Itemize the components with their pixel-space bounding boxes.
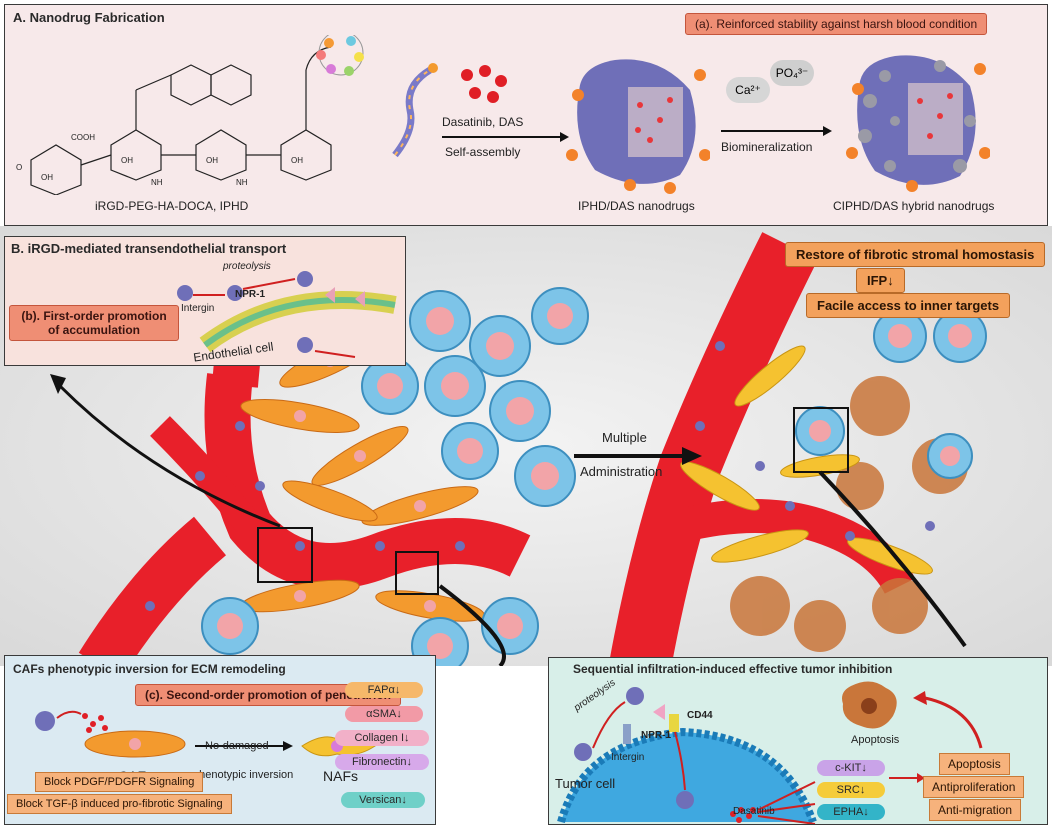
administration-label: Administration [580,464,663,479]
block-pdgf-box: Block PDGF/PDGFR Signaling [35,772,204,792]
svg-text:OH: OH [41,173,53,182]
polymer-structure-diagram: OH OH OH OH O COOH NH NH [16,35,364,195]
stability-callout: (a). Reinforced stability against harsh … [685,13,988,35]
restore-homeostasis-callout: Restore of fibrotic stromal homostasis [785,242,1046,267]
marker-fapa: FAPα↓ [345,682,423,698]
caf-inversion-diagram [35,710,293,758]
target-ckit: c-KIT↓ [817,760,885,776]
arrow-bottom-label: phenotypic inversion [193,769,294,781]
target-src: SRC↓ [817,782,885,798]
marker-fibronectin: Fibronectin↓ [335,754,429,770]
panel-b-transendothelial-transport: B. iRGD-mediated transendothelial transp… [4,236,406,366]
calcium-ion: Ca²⁺ [726,77,770,103]
marker-versican: Versican↓ [341,792,425,808]
self-assembly-arrow [442,132,569,142]
svg-text:COOH: COOH [71,133,95,142]
iphd-das-label: IPHD/DAS nanodrugs [578,199,695,213]
outcome-apoptosis: Apoptosis [939,753,1010,775]
polymer-chain-icon [392,63,438,158]
outcome-antimigration: Anti-migration [929,799,1022,821]
marker-collagen: Collagen I↓ [335,730,429,746]
phosphate-ion: PO₄³⁻ [770,60,814,86]
panel-a-nanodrug-fabrication: A. Nanodrug Fabrication (a). Reinforced … [4,4,1048,226]
npr1-label-d: NPR-1 [641,730,672,741]
biomineralization-arrow [721,126,832,136]
apoptosis-label: Apoptosis [851,734,900,746]
panel-b-title: B. iRGD-mediated transendothelial transp… [11,241,287,256]
apoptosis-arrow [913,691,983,749]
tumor-cell-membrane-diagram [557,687,817,824]
npr1-label: NPR-1 [235,289,266,300]
outcome-antiproliferation: Antiproliferation [923,776,1025,798]
first-order-callout: (b). First-order promotion of accumulati… [9,305,179,341]
tumor-cell-label: Tumor cell [555,776,616,791]
panel-c-title: CAFs phenotypic inversion for ECM remode… [13,662,286,676]
reagent-label: Dasatinib, DAS [442,115,524,129]
ciphd-das-hybrid-nanodrug-image [846,55,990,192]
svg-text:NH: NH [236,178,248,187]
ifp-callout: IFP↓ [856,268,905,293]
svg-text:OH: OH [121,156,133,165]
multiple-label: Multiple [602,430,647,445]
panel-d-title: Sequential infiltration-induced effectiv… [573,662,893,676]
ciphd-das-label: CIPHD/DAS hybrid nanodrugs [833,199,995,213]
intergin-label: Intergin [181,303,215,314]
nafs-label: NAFs [323,768,358,784]
svg-text:O: O [16,163,22,172]
apoptotic-cell-image [842,681,897,729]
self-assembly-label: Self-assembly [445,145,521,159]
block-tgf-box: Block TGF-β induced pro-fibrotic Signali… [7,794,232,814]
second-order-callout: (c). Second-order promotion of penetrari… [135,684,402,706]
endothelial-transport-diagram [177,271,397,358]
svg-text:OH: OH [206,156,218,165]
svg-text:NH: NH [151,178,163,187]
proteolysis-label: proteolysis [223,261,271,272]
inhibition-arrow [889,773,925,783]
target-epha: EPHA↓ [817,804,885,820]
panel-d-tumor-inhibition: Sequential infiltration-induced effectiv… [548,657,1048,825]
iphd-das-nanodrug-image [566,59,710,194]
marker-asma: αSMA↓ [345,706,423,722]
panel-c-ecm-remodeling: CAFs phenotypic inversion for ECM remode… [4,655,436,825]
biomineralization-label: Biomineralization [721,140,813,154]
intergin-label-d: Intergin [611,752,645,763]
dasatinib-label: Dasatinib [733,806,775,817]
arrow-top-label: No-damaged [205,740,269,752]
facile-access-callout: Facile access to inner targets [806,293,1011,318]
dasatinib-molecules-icon [461,65,507,103]
multiple-administration-arrow [574,447,702,465]
svg-text:OH: OH [291,156,303,165]
polymer-label: iRGD-PEG-HA-DOCA, IPHD [95,199,249,213]
panel-a-title: A. Nanodrug Fabrication [13,10,165,25]
cd44-label: CD44 [687,710,713,721]
